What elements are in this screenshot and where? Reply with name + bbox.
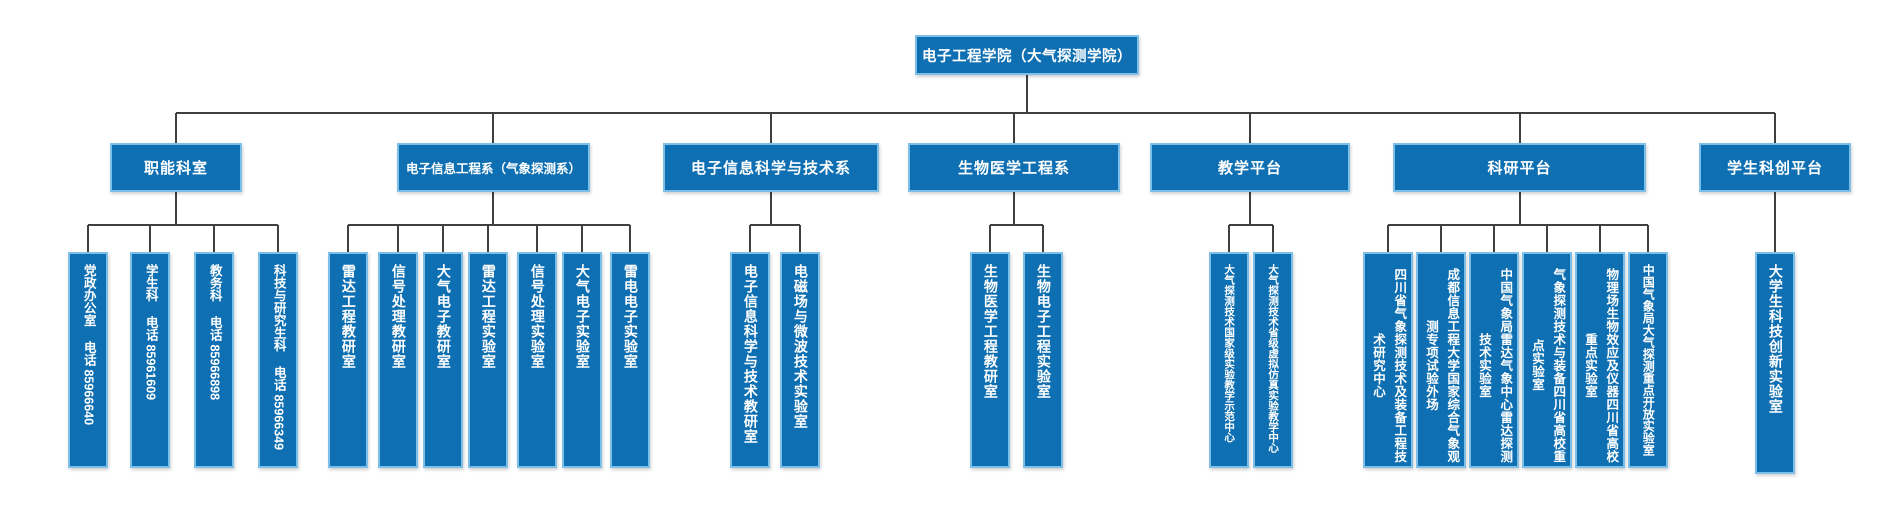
org-unit-node: 中国气象局大气探测重点开放实验室 [1628, 252, 1668, 468]
unit-label: 大气探测技术省级虚拟仿真实验教学中心 [1267, 264, 1280, 453]
unit-label: 雷达工程实验室 [480, 264, 497, 369]
org-unit-node: 电磁场与微波技术实验室 [780, 252, 820, 468]
org-unit-node: 学生科电话 85961609 [130, 252, 170, 468]
unit-phone: 电话 85966640 [81, 340, 96, 425]
org-unit-node: 成都信息工程大学国家综合气象观测专项试验外场 [1416, 252, 1466, 468]
org-unit-node: 生物电子工程实验室 [1023, 252, 1063, 468]
org-unit-node: 四川省气象探测技术及装备工程技术研究中心 [1363, 252, 1413, 468]
org-unit-node: 大气探测技术省级虚拟仿真实验教学中心 [1253, 252, 1293, 468]
unit-label: 四川省气象探测技术及装备工程技术研究中心 [1371, 267, 1407, 463]
unit-label: 信号处理实验室 [529, 264, 546, 369]
unit-label: 生物医学工程教研室 [982, 264, 999, 399]
unit-label: 电子信息科学与技术教研室 [742, 264, 759, 444]
unit-label: 学生科 [143, 264, 158, 302]
dept-label: 电子信息工程系（气象探测系） [405, 162, 581, 176]
dept-label: 教学平台 [1217, 160, 1282, 177]
unit-label: 成都信息工程大学国家综合气象观测专项试验外场 [1424, 267, 1460, 463]
dept-functional-offices: 职能科室 [110, 143, 242, 192]
dept-electronic-info-science-tech: 电子信息科学与技术系 [663, 143, 879, 192]
org-unit-node: 党政办公室电话 85966640 [68, 252, 108, 468]
unit-label: 电磁场与微波技术实验室 [792, 264, 809, 429]
org-unit-node: 生物医学工程教研室 [970, 252, 1010, 468]
unit-label: 中国气象局雷达气象中心雷达探测技术实验室 [1477, 267, 1513, 463]
org-unit-node: 雷达工程教研室 [328, 252, 368, 468]
root-node-label: 电子工程学院（大气探测学院） [922, 48, 1132, 65]
unit-label: 大学生科技创新实验室 [1767, 264, 1784, 414]
dept-student-innovation-platform: 学生科创平台 [1699, 143, 1851, 192]
unit-label: 物理场生物效应及仪器四川省高校重点实验室 [1583, 267, 1619, 463]
dept-teaching-platform: 教学平台 [1150, 143, 1350, 192]
dept-label: 职能科室 [143, 160, 208, 177]
unit-phone: 电话 85966349 [271, 365, 286, 450]
org-unit-node: 电子信息科学与技术教研室 [730, 252, 770, 468]
org-unit-node: 教务科电话 85966898 [194, 252, 234, 468]
org-unit-node: 雷电电子实验室 [610, 252, 650, 468]
org-unit-node: 大气电子实验室 [562, 252, 602, 468]
unit-phone: 电话 85961609 [143, 315, 158, 400]
unit-label: 雷电电子实验室 [622, 264, 639, 369]
org-unit-node: 大气电子教研室 [423, 252, 463, 468]
org-unit-node: 信号处理实验室 [517, 252, 557, 468]
unit-label: 信号处理教研室 [390, 264, 407, 369]
unit-label: 科技与研究生科 [271, 264, 286, 352]
dept-label: 学生科创平台 [1726, 160, 1823, 177]
root-node-college: 电子工程学院（大气探测学院） [915, 35, 1139, 75]
dept-label: 电子信息科学与技术系 [690, 160, 851, 177]
dept-label: 科研平台 [1487, 160, 1552, 177]
unit-phone: 电话 85966898 [207, 315, 222, 400]
org-unit-node: 大气探测技术国家级实验教学示范中心 [1209, 252, 1249, 468]
dept-research-platform: 科研平台 [1393, 143, 1646, 192]
org-unit-node: 中国气象局雷达气象中心雷达探测技术实验室 [1469, 252, 1519, 468]
org-unit-node: 气象探测技术与装备四川省高校重点实验室 [1522, 252, 1572, 468]
org-unit-node: 大学生科技创新实验室 [1755, 252, 1795, 474]
org-unit-node: 物理场生物效应及仪器四川省高校重点实验室 [1575, 252, 1625, 468]
unit-label: 中国气象局大气探测重点开放实验室 [1641, 264, 1656, 456]
unit-label: 党政办公室 [81, 264, 96, 327]
org-unit-node: 雷达工程实验室 [468, 252, 508, 468]
org-unit-node: 科技与研究生科电话 85966349 [258, 252, 298, 468]
unit-label: 生物电子工程实验室 [1035, 264, 1052, 399]
unit-label: 教务科 [207, 264, 222, 302]
unit-label: 大气探测技术国家级实验教学示范中心 [1223, 264, 1236, 443]
unit-label: 大气电子教研室 [435, 264, 452, 369]
dept-electronic-info-engineering: 电子信息工程系（气象探测系） [397, 143, 590, 192]
org-unit-node: 信号处理教研室 [378, 252, 418, 468]
dept-biomedical-engineering: 生物医学工程系 [908, 143, 1120, 192]
unit-label: 气象探测技术与装备四川省高校重点实验室 [1530, 267, 1566, 463]
unit-label: 大气电子实验室 [574, 264, 591, 369]
dept-label: 生物医学工程系 [957, 160, 1070, 177]
unit-label: 雷达工程教研室 [340, 264, 357, 369]
